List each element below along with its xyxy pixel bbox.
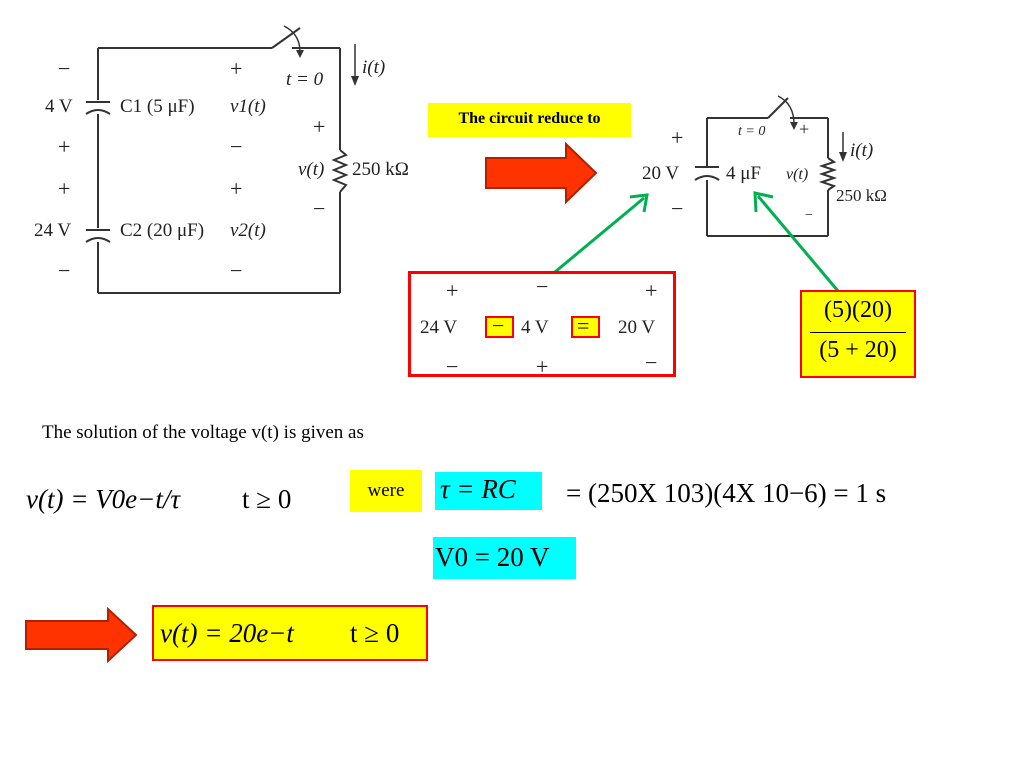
right-switch-label: t = 0 — [738, 124, 766, 139]
final-arrow — [25, 607, 138, 663]
general-condition: t ≥ 0 — [242, 484, 292, 514]
switch-label: t = 0 — [286, 69, 324, 90]
c1-voltage: 4 V — [45, 96, 73, 117]
right-source-voltage: 20 V — [642, 163, 680, 184]
v2-label: v2(t) — [230, 220, 266, 241]
c1-label: C1 (5 μF) — [120, 96, 195, 117]
right-plus-right: + — [799, 119, 810, 139]
c1-minus-sign: − — [58, 56, 71, 81]
vt-plus-sign: + — [313, 114, 326, 139]
tau-value: = (250X 103)(4X 10−6) = 1 s — [566, 478, 887, 508]
series-voltage-3: 20 V — [618, 317, 656, 338]
general-equation: v(t) = V0e−t/τ — [26, 484, 181, 514]
vt-label: v(t) — [298, 159, 325, 180]
vt-minus-sign: − — [313, 196, 326, 221]
series-bottom-sign-3: − — [645, 350, 658, 375]
green-arrow-left — [554, 196, 645, 274]
c2-minus-sign: − — [58, 258, 71, 283]
were-label: were — [367, 480, 405, 501]
c1-plus-sign: + — [58, 134, 71, 159]
solution-text: The solution of the voltage v(t) is give… — [42, 422, 364, 443]
v1-label: v1(t) — [230, 96, 266, 117]
tau-box — [435, 472, 542, 510]
right-current-label: i(t) — [850, 140, 874, 161]
reduce-banner-text: The circuit reduce to — [458, 110, 601, 127]
tau-equation: τ = RC — [440, 474, 516, 504]
v2-plus-sign: + — [230, 176, 243, 201]
reduce-banner — [428, 103, 631, 137]
right-minus-left: − — [671, 196, 684, 221]
v1-plus-sign: + — [230, 56, 243, 81]
right-minus-right: − — [804, 208, 814, 223]
series-op-1: − — [492, 313, 505, 338]
c2-label: C2 (20 μF) — [120, 220, 205, 241]
final-equation-box — [152, 605, 428, 661]
green-arrow-right — [756, 195, 840, 292]
series-op-box-1 — [485, 316, 514, 338]
c2-plus-sign: + — [58, 176, 71, 201]
series-voltage-2: 4 V — [521, 317, 549, 338]
cap-formula-box — [800, 290, 916, 378]
series-op-2: = — [577, 313, 590, 338]
resistor-label: 250 kΩ — [352, 159, 409, 180]
c2-voltage: 24 V — [34, 220, 72, 241]
reduce-arrow — [485, 142, 598, 204]
final-equation: v(t) = 20e−t — [160, 618, 294, 648]
were-box — [350, 470, 422, 512]
series-op-box-2 — [571, 316, 600, 338]
series-top-sign-2: − — [536, 274, 549, 299]
right-resistor-label: 250 kΩ — [836, 186, 887, 205]
cap-formula-numerator: (5)(20) — [824, 297, 892, 323]
v0-equation: V0 = 20 V — [435, 542, 550, 572]
right-vt-label: v(t) — [786, 166, 809, 183]
series-bottom-sign-2: + — [536, 354, 549, 379]
right-cap-label: 4 μF — [726, 163, 762, 184]
v0-box — [433, 537, 576, 579]
series-bottom-sign-1: − — [446, 354, 459, 379]
cap-formula-denominator: (5 + 20) — [819, 337, 897, 363]
current-label: i(t) — [362, 57, 386, 78]
series-voltage-1: 24 V — [420, 317, 458, 338]
v1-minus-sign: − — [230, 134, 243, 159]
right-plus-left: + — [671, 125, 684, 150]
cap-formula-fraction-bar — [810, 332, 906, 333]
series-top-sign-1: + — [446, 278, 459, 303]
series-voltage-box — [408, 271, 676, 377]
v2-minus-sign: − — [230, 258, 243, 283]
final-condition: t ≥ 0 — [350, 618, 400, 648]
series-top-sign-3: + — [645, 278, 658, 303]
